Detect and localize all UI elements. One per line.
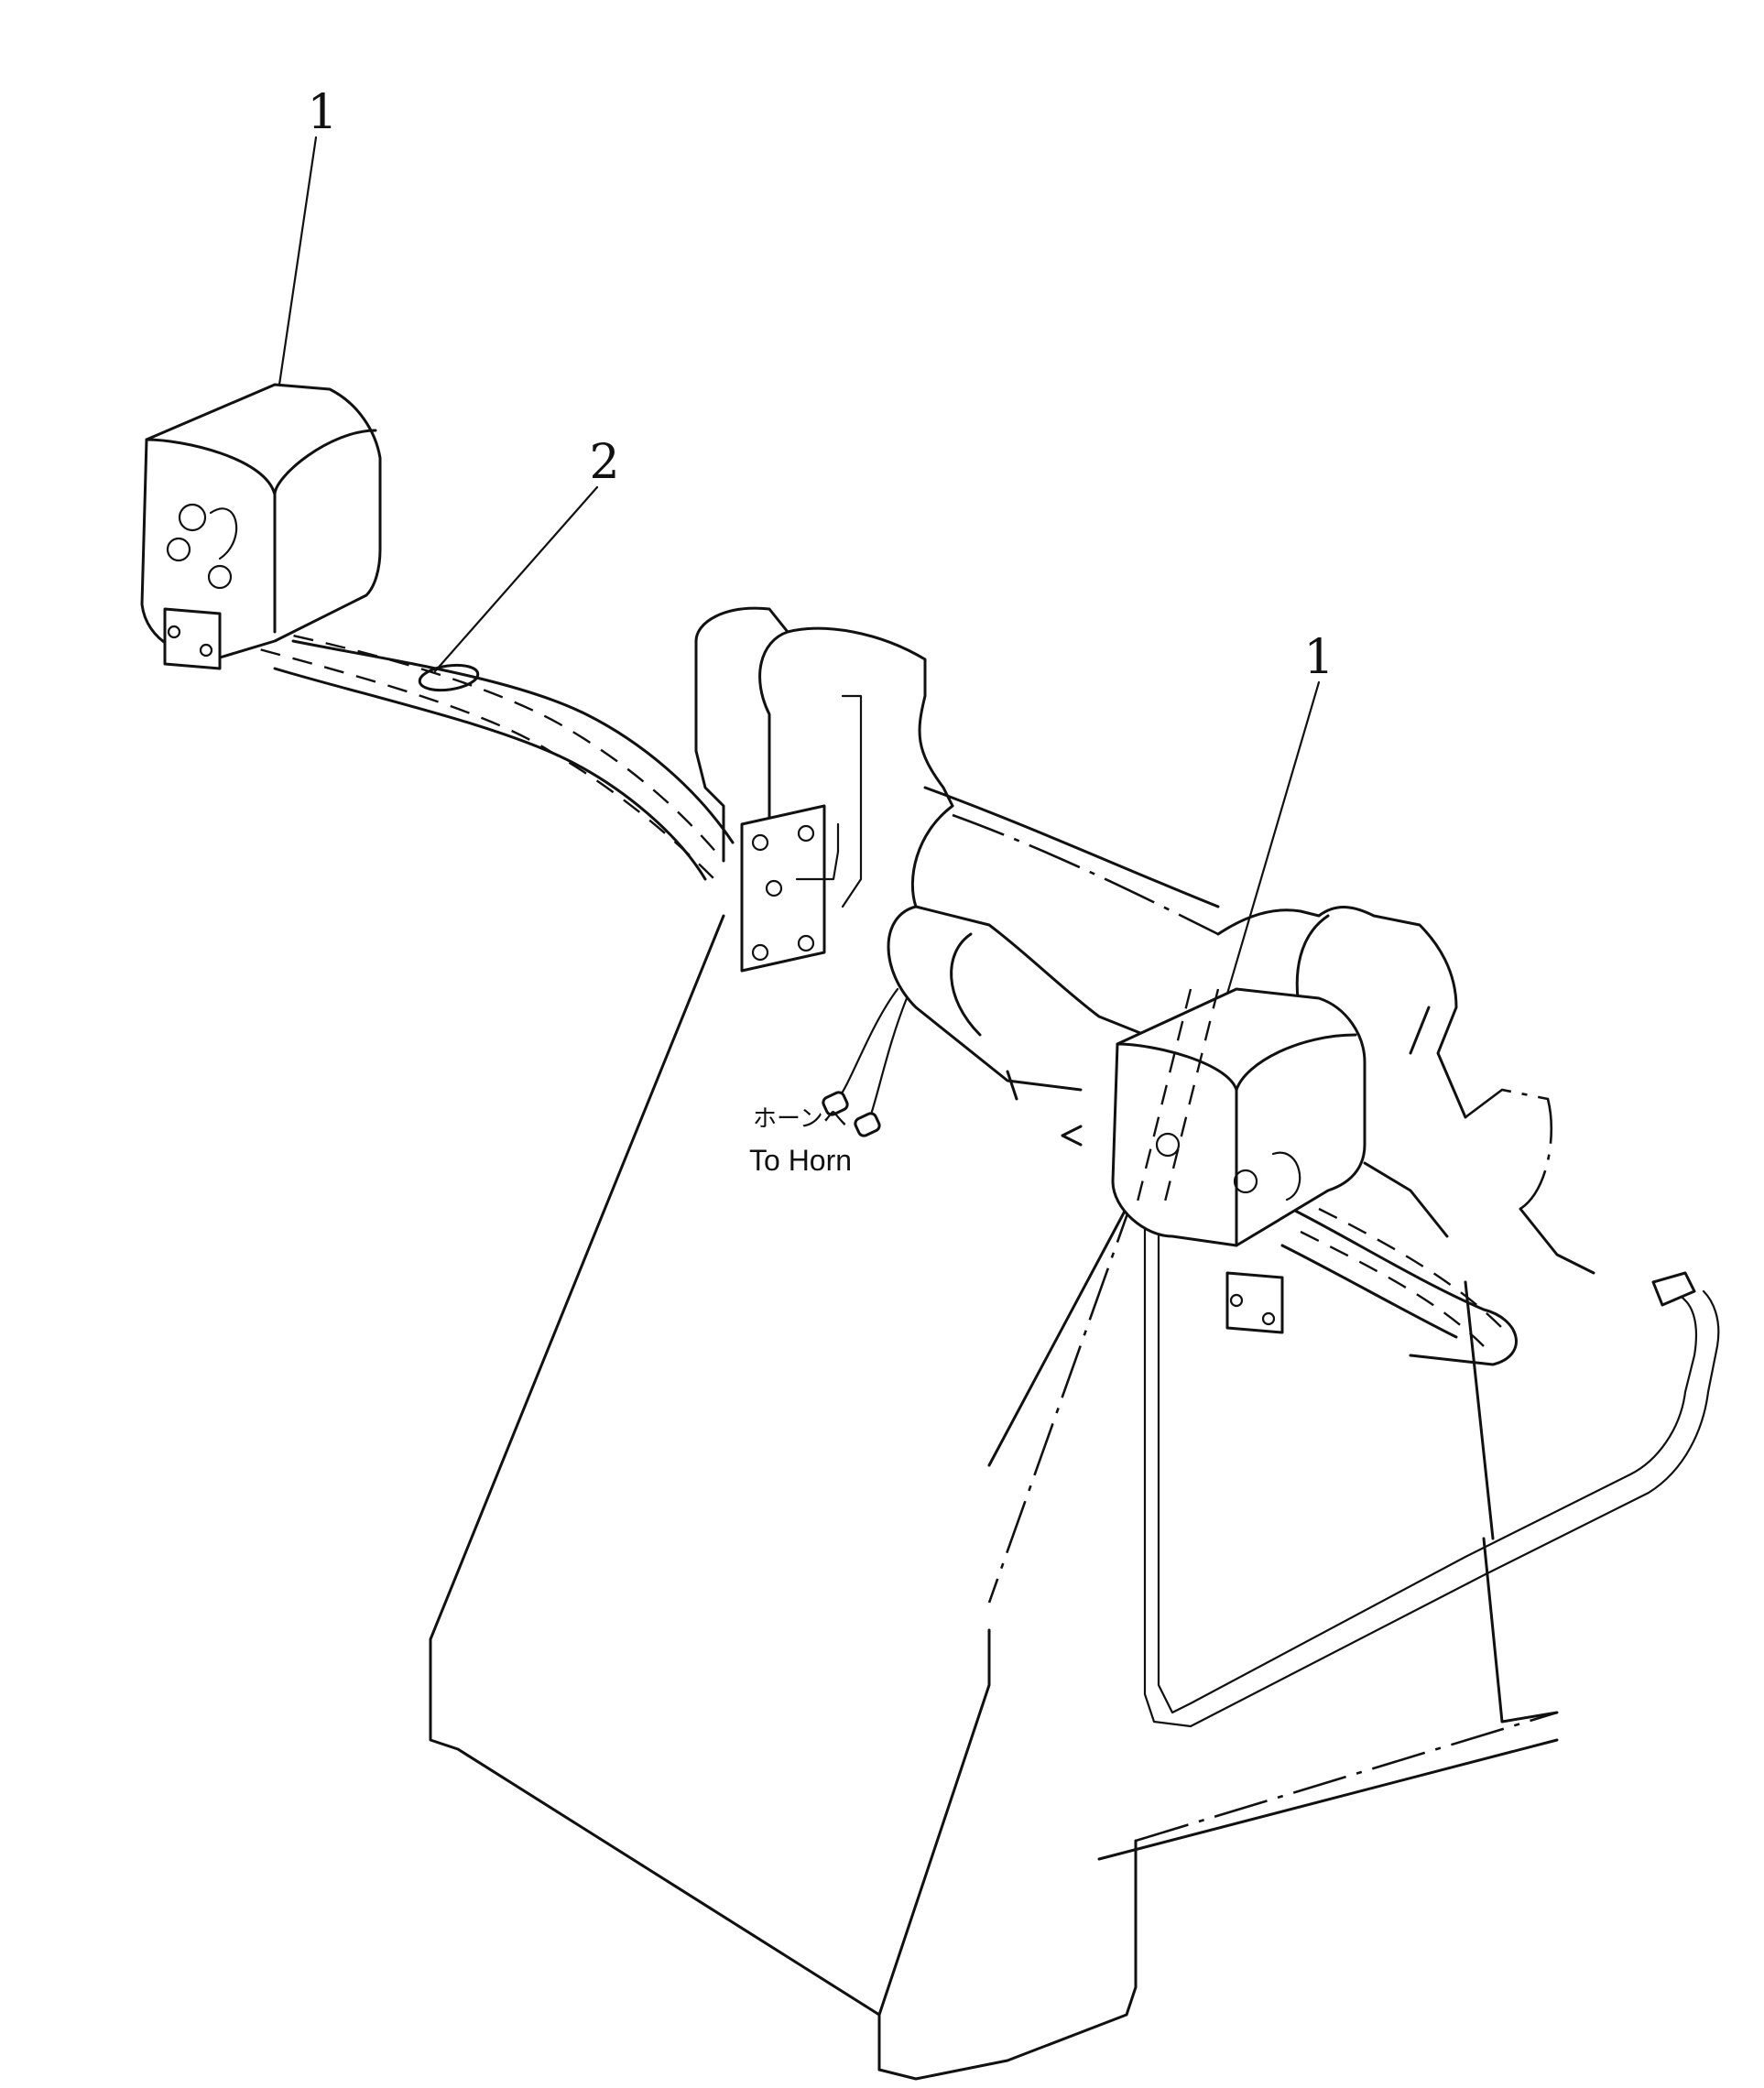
right-harness [1280,1207,1518,1366]
callout-part-1-right: 1 [1303,630,1334,685]
callout-part-2: 2 [589,435,619,490]
horn-body [887,905,1147,1147]
note-english: To Horn [749,1144,852,1177]
horn-right [1111,987,1367,1334]
callout-part-1-left: 1 [307,85,337,140]
long-wire [1143,1225,1720,1728]
note-japanese: ホーンへ [753,1105,847,1133]
chassis-body [429,914,1559,2081]
horn-leads [822,987,909,1137]
wiring-harness [228,621,735,881]
leader-lines [278,136,1321,995]
mounting-plate [740,804,840,973]
upper-rail [910,786,1220,936]
horn-left [140,383,382,670]
rear-housing [694,606,954,908]
